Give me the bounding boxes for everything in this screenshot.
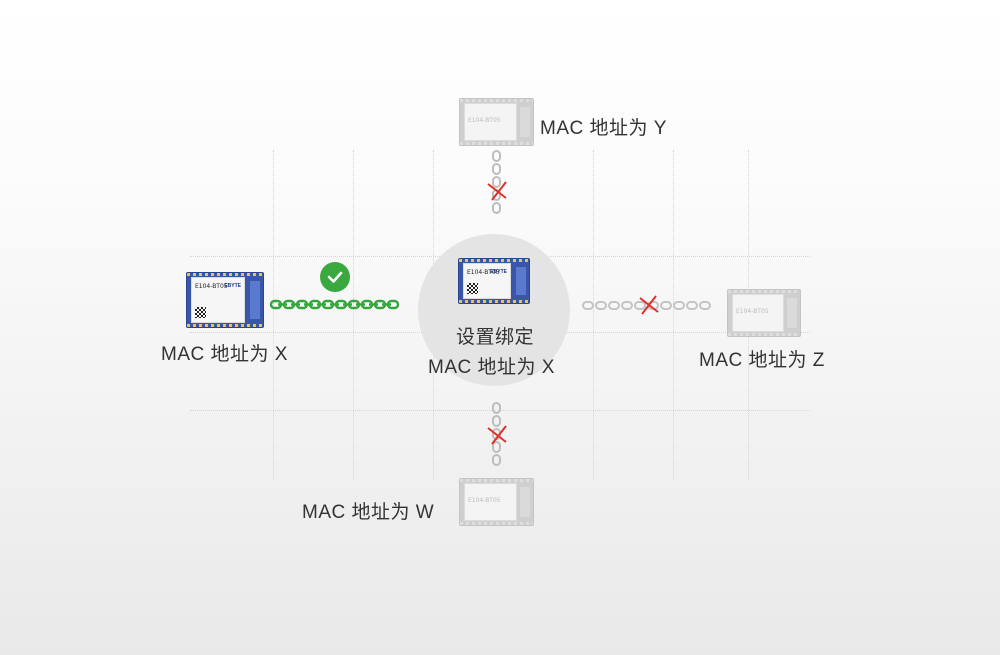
top-module: E104-BT05 (459, 98, 534, 146)
chain-link-icon (582, 301, 711, 310)
grid-line (593, 150, 594, 480)
module-model-text: E104-BT05 (195, 283, 228, 290)
center-module: E104-BT05 EBYTE (458, 258, 530, 304)
center-label-line1: 设置绑定 (456, 327, 535, 348)
top-label: MAC 地址为 Y (540, 118, 667, 139)
qr-code-icon (467, 283, 478, 294)
grid-line (273, 150, 274, 480)
left-label: MAC 地址为 X (161, 344, 288, 365)
module-model-text: E104-BT05 (736, 308, 769, 315)
cross-icon (487, 425, 507, 445)
check-icon (320, 262, 350, 292)
grid-line (673, 150, 674, 480)
brand-logo: EBYTE (224, 283, 241, 289)
bottom-label: MAC 地址为 W (302, 502, 435, 523)
chain-link-icon (270, 299, 400, 310)
center-label-line2: MAC 地址为 X (428, 357, 555, 378)
module-model-text: E104-BT05 (467, 269, 500, 276)
cross-icon (639, 295, 659, 315)
right-label: MAC 地址为 Z (699, 350, 825, 371)
brand-logo: EBYTE (490, 269, 507, 275)
cross-icon (487, 181, 507, 201)
left-module: E104-BT05 EBYTE (186, 272, 264, 328)
module-model-text: E104-BT05 (468, 497, 501, 504)
module-model-text: E104-BT05 (468, 117, 501, 124)
bottom-module: E104-BT05 (459, 478, 534, 526)
right-module: E104-BT05 (727, 289, 801, 337)
qr-code-icon (195, 307, 206, 318)
grid-line (353, 150, 354, 480)
